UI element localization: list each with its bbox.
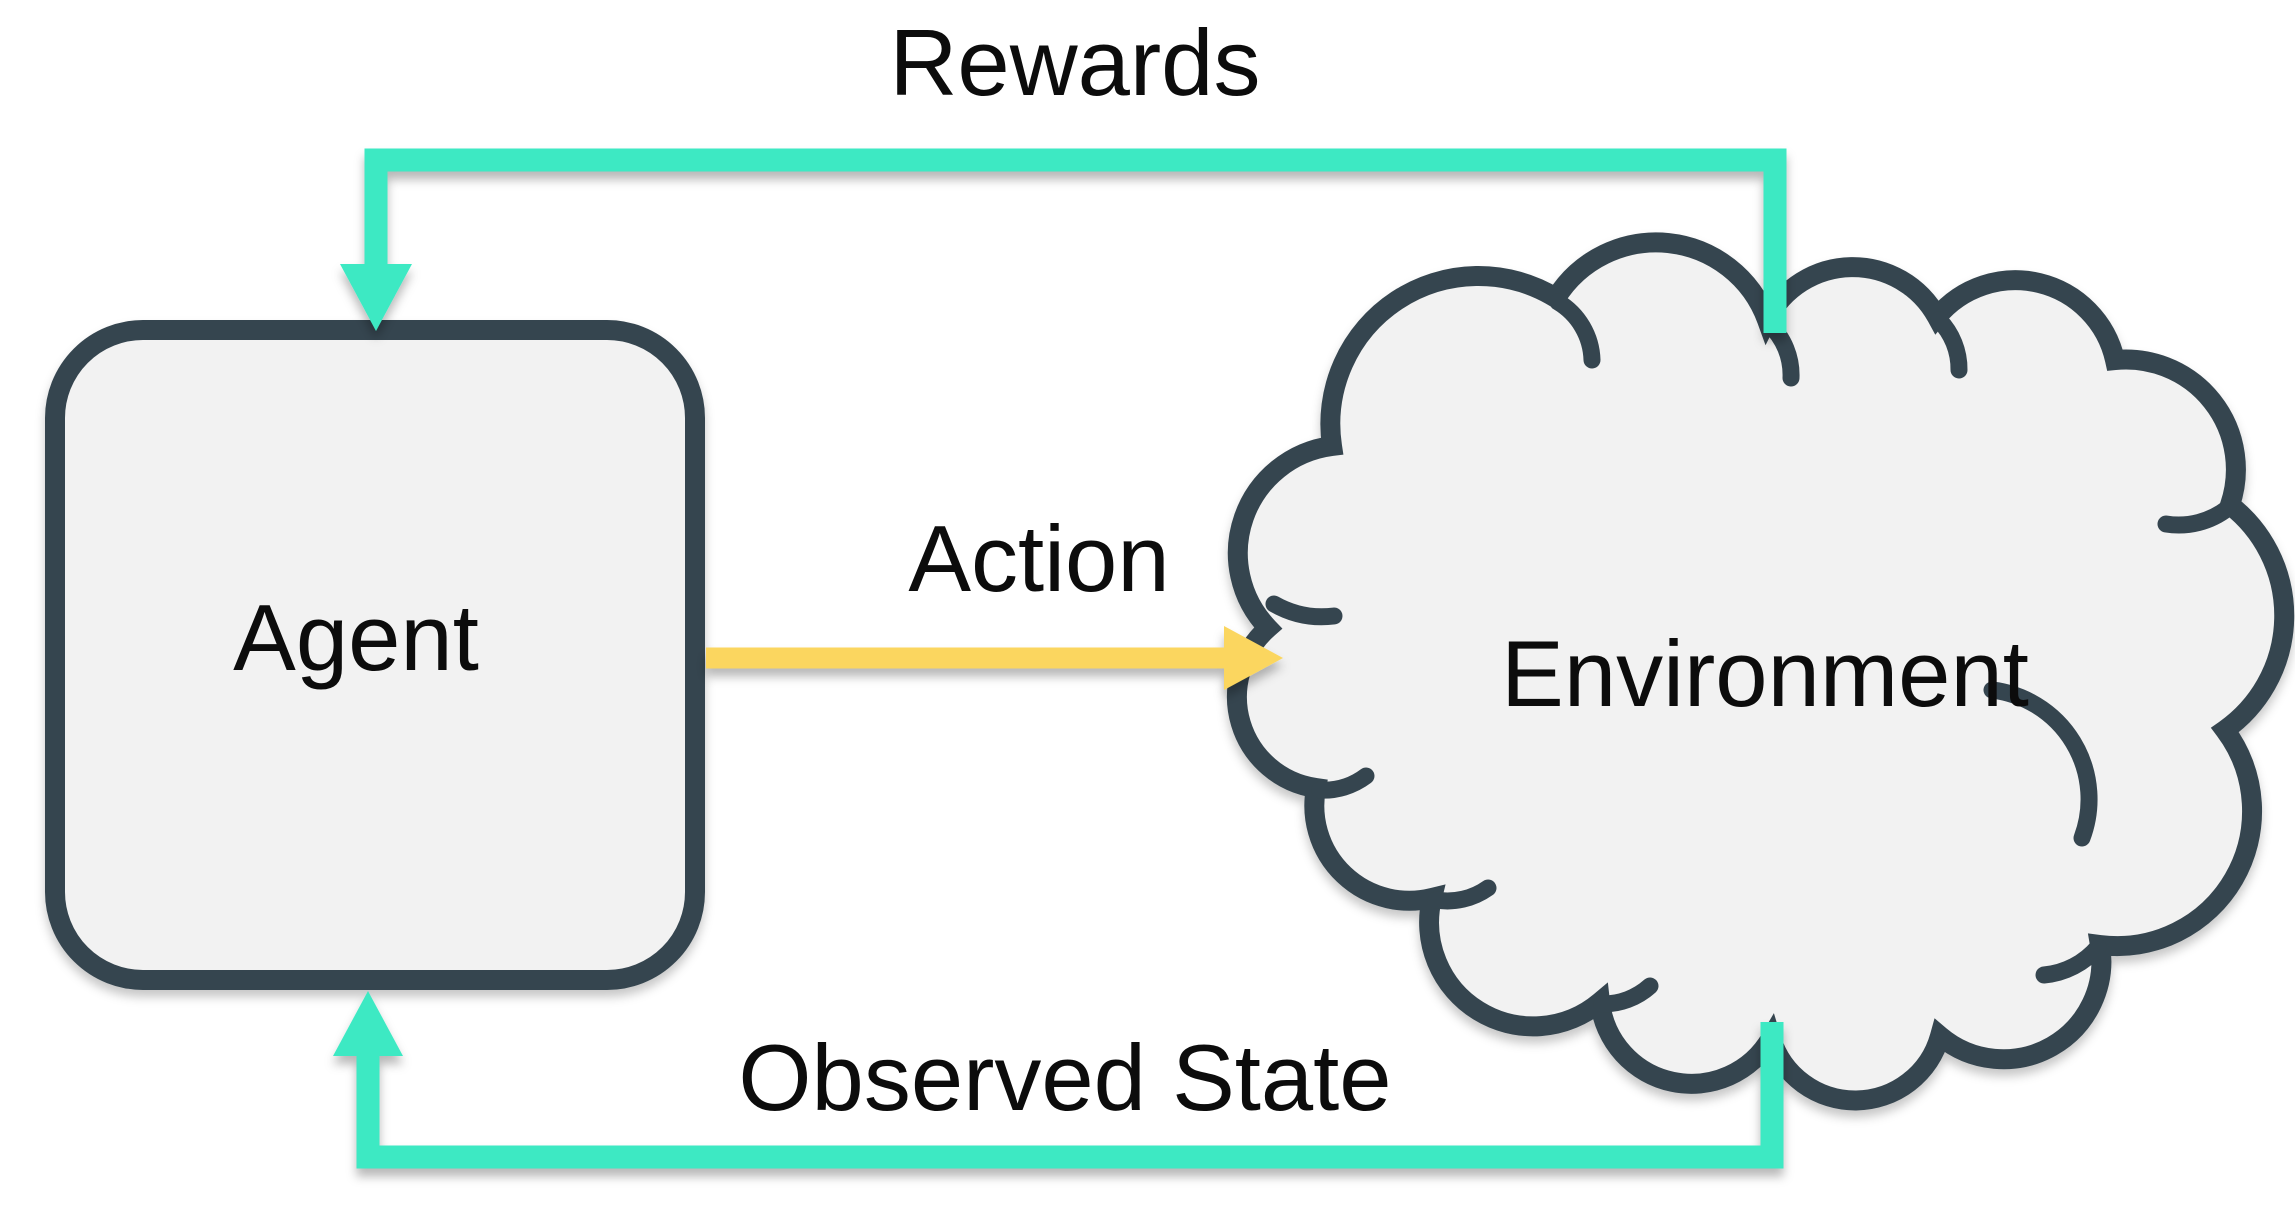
environment-cloud bbox=[1226, 232, 2295, 1111]
observed-state-arrow-line bbox=[356, 1022, 1784, 1169]
observed-state-arrow bbox=[333, 991, 1784, 1169]
rewards-arrow-line bbox=[364, 148, 1787, 333]
action-label: Action bbox=[908, 506, 1169, 611]
observed-state-label: Observed State bbox=[738, 1025, 1391, 1130]
rewards-arrow bbox=[340, 148, 1787, 333]
environment-label: Environment bbox=[1501, 621, 2029, 726]
cloud-sketch-strokes bbox=[1265, 293, 2237, 1013]
agent-label: Agent bbox=[233, 585, 479, 690]
action-arrowhead bbox=[1224, 626, 1283, 690]
observed-state-arrowhead bbox=[333, 991, 403, 1056]
agent-box-outline bbox=[45, 320, 705, 990]
environment-cloud-outline bbox=[1226, 232, 2295, 1111]
agent-box bbox=[45, 320, 705, 990]
rewards-arrowhead bbox=[340, 264, 412, 331]
rewards-label: Rewards bbox=[890, 10, 1261, 115]
action-arrow bbox=[706, 626, 1283, 690]
